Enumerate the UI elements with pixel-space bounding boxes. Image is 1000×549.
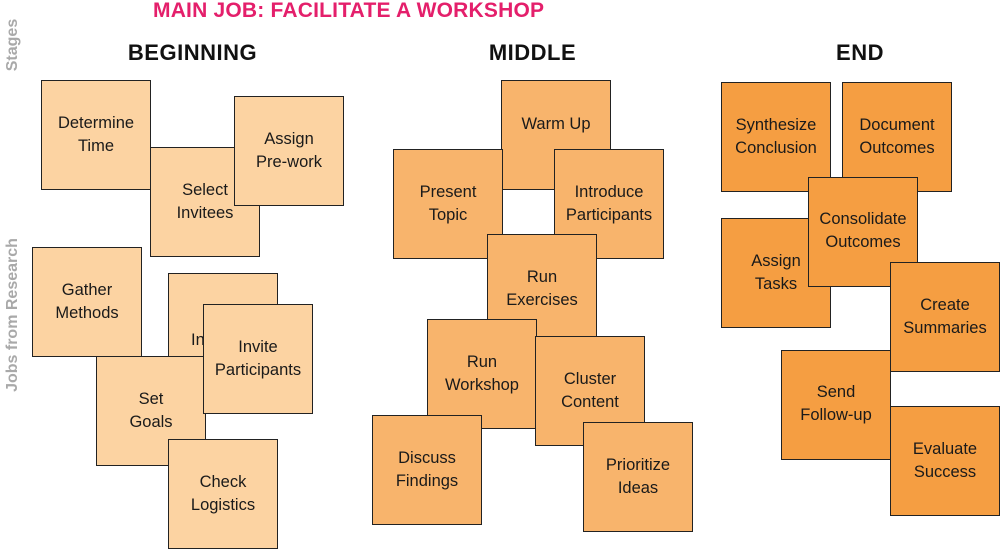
note-send-followup: Send Follow-up (781, 350, 891, 460)
note-synthesize-conclusion: Synthesize Conclusion (721, 82, 831, 192)
note-label: Invite Participants (214, 338, 302, 379)
note-label: Determine Time (57, 114, 135, 155)
note-label: Assign Pre-work (255, 130, 322, 171)
stage-title-end: END (836, 40, 884, 65)
note-label: Consolidate Outcomes (819, 210, 907, 251)
note-determine-time: Determine Time (41, 80, 151, 190)
note-label: Assign Tasks (751, 252, 801, 293)
stage-title-middle: MIDDLE (488, 40, 577, 65)
note-label: Cluster Content (561, 370, 619, 411)
note-label: Prioritize Ideas (605, 456, 671, 497)
note-label: Document Outcomes (859, 116, 935, 157)
note-check-logistics: Check Logistics (168, 439, 278, 549)
note-label: Set Goals (129, 390, 173, 431)
note-discuss-findings: Discuss Findings (372, 415, 482, 525)
stage-title-beginning: BEGINNING (127, 40, 258, 65)
note-label: Create Summaries (903, 296, 987, 337)
note-evaluate-success: Evaluate Success (890, 406, 1000, 516)
note-document-outcomes: Document Outcomes (842, 82, 952, 192)
note-label: Run Exercises (506, 268, 578, 309)
note-label: Introduce Participants (565, 183, 653, 224)
note-present-topic: Present Topic (393, 149, 503, 259)
note-label: Check Logistics (190, 473, 256, 514)
note-label: Synthesize Conclusion (735, 116, 817, 157)
note-label: Send Follow-up (800, 383, 872, 424)
stages-side-label: Stages (4, 18, 21, 72)
note-label: Select Invitees (176, 181, 234, 222)
note-label: Gather Methods (55, 281, 119, 322)
note-assign-prework: Assign Pre-work (234, 96, 344, 206)
note-label: Warm Up (521, 115, 591, 133)
note-gather-methods: Gather Methods (32, 247, 142, 357)
note-label: Present Topic (419, 183, 477, 224)
note-run-workshop: Run Workshop (427, 319, 537, 429)
note-label: Evaluate Success (912, 440, 978, 481)
note-label: In (191, 330, 205, 349)
note-label: Discuss Findings (395, 449, 459, 490)
note-prioritize-ideas: Prioritize Ideas (583, 422, 693, 532)
note-invite-participants: Invite Participants (203, 304, 313, 414)
main-job-title: MAIN JOB: FACILITATE A WORKSHOP (153, 0, 545, 22)
note-create-summaries: Create Summaries (890, 262, 1000, 372)
note-label: Run Workshop (445, 353, 519, 394)
jobs-side-label: Jobs from Research (4, 238, 21, 392)
